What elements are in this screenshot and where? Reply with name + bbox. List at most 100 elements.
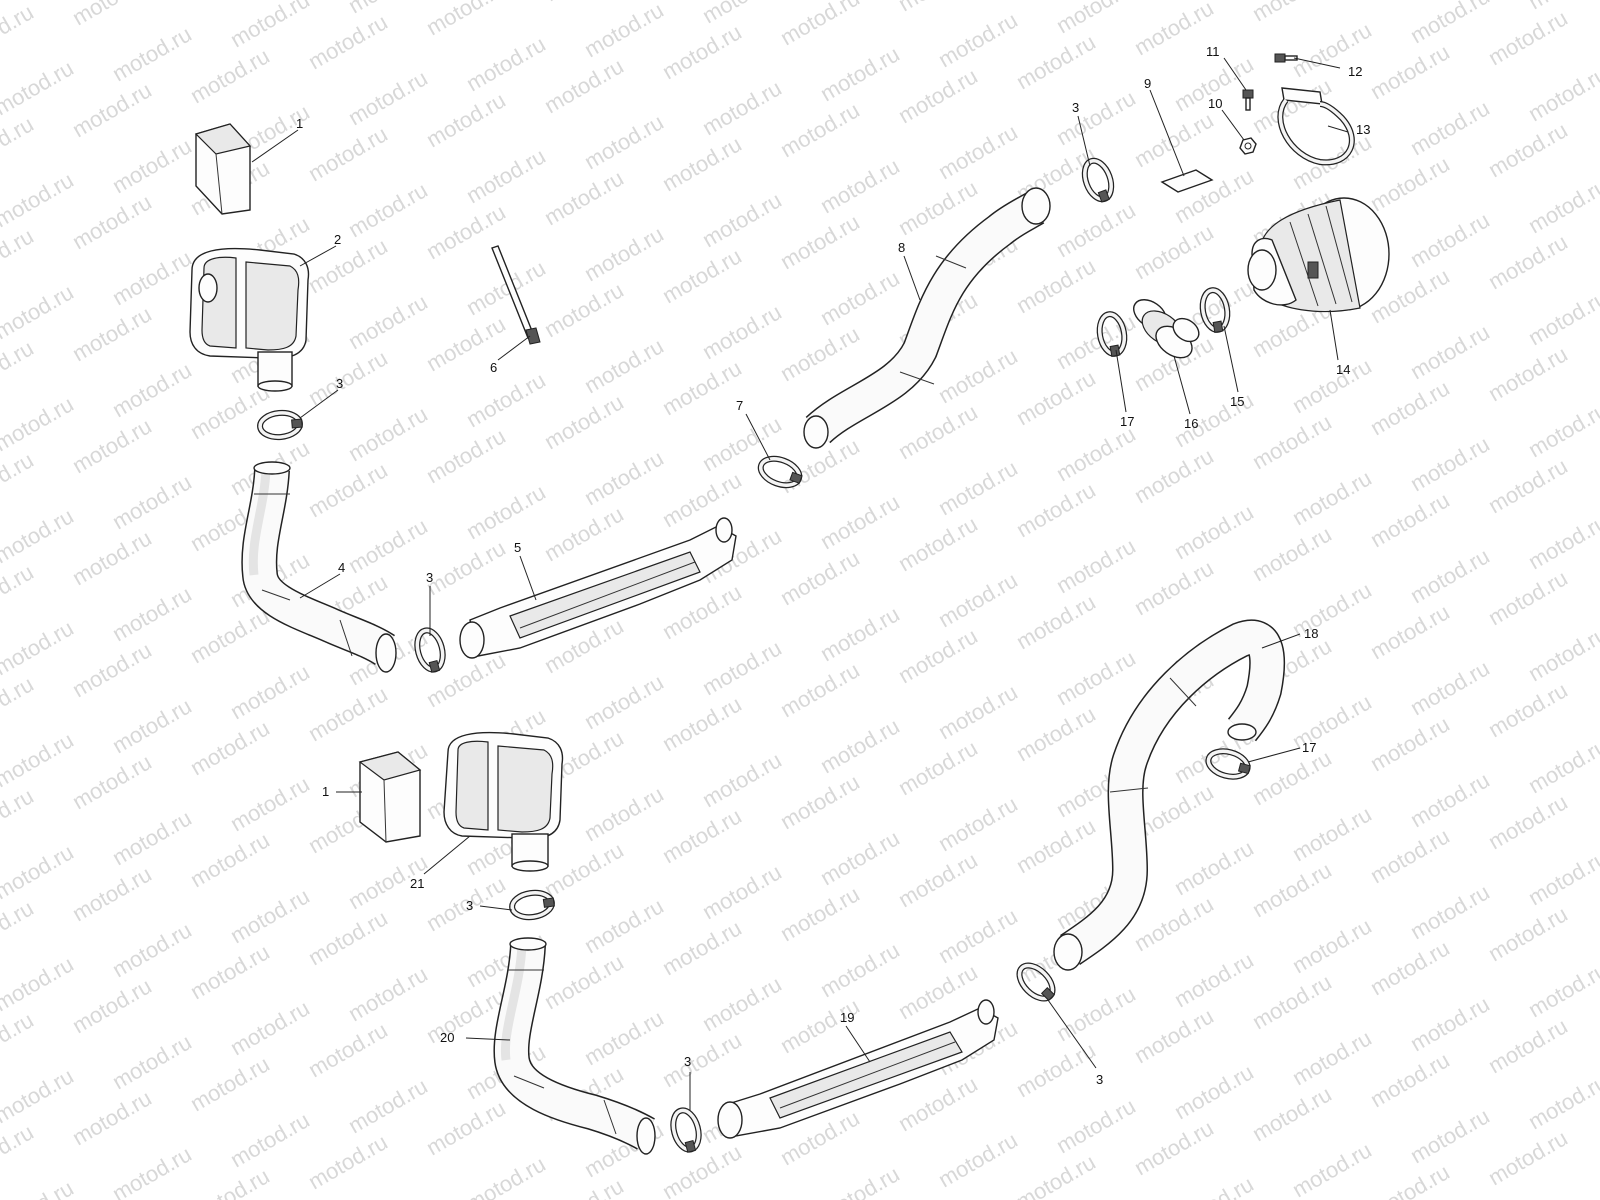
- watermark-text: motod.ru: [1012, 365, 1100, 430]
- watermark-text: motod.ru: [1366, 935, 1454, 1000]
- watermark-text: motod.ru: [68, 301, 156, 366]
- watermark-text: motod.ru: [344, 401, 432, 466]
- watermark-text: motod.ru: [304, 681, 392, 746]
- watermark-text: motod.ru: [304, 905, 392, 970]
- watermark-text: motod.ru: [580, 1005, 668, 1070]
- watermark-text: motod.ru: [0, 615, 78, 680]
- watermark-text: motod.ru: [186, 43, 274, 108]
- watermark-text: motod.ru: [0, 335, 38, 400]
- watermark-text: motod.ru: [1366, 375, 1454, 440]
- watermark-text: motod.ru: [1406, 1103, 1494, 1168]
- watermark-text: motod.ru: [658, 691, 746, 756]
- watermark-text: motod.ru: [68, 77, 156, 142]
- callout-6: 6: [490, 360, 497, 375]
- watermark-text: motod.ru: [1012, 589, 1100, 654]
- watermark-text: motod.ru: [462, 367, 550, 432]
- watermark-text: motod.ru: [698, 299, 786, 364]
- watermark-text: motod.ru: [1170, 499, 1258, 564]
- watermark-text: motod.ru: [658, 467, 746, 532]
- watermark-text: motod.ru: [0, 559, 38, 624]
- watermark-text: motod.ru: [1170, 1059, 1258, 1124]
- watermark-text: motod.ru: [462, 479, 550, 544]
- watermark-text: motod.ru: [0, 1007, 38, 1072]
- watermark-text: motod.ru: [658, 131, 746, 196]
- watermark-text: motod.ru: [658, 803, 746, 868]
- watermark-text: motod.ru: [0, 839, 78, 904]
- watermark-text: motod.ru: [658, 915, 746, 980]
- watermark-text: motod.ru: [1524, 397, 1600, 462]
- watermark-text: motod.ru: [304, 457, 392, 522]
- watermark-text: motod.ru: [934, 343, 1022, 408]
- watermark-text: motod.ru: [68, 0, 156, 30]
- hose-18: [1053, 619, 1286, 971]
- watermark-text: motod.ru: [462, 143, 550, 208]
- watermark-text: motod.ru: [422, 0, 510, 40]
- callout-4: 4: [338, 560, 345, 575]
- watermark-text: motod.ru: [1130, 443, 1218, 508]
- callout-3-b: 3: [426, 570, 433, 585]
- watermark-text: motod.ru: [186, 603, 274, 668]
- watermark-text: motod.ru: [1406, 319, 1494, 384]
- watermark-text: motod.ru: [894, 847, 982, 912]
- watermark-text: motod.ru: [0, 391, 78, 456]
- watermark-text: motod.ru: [658, 355, 746, 420]
- watermark-text: motod.ru: [1288, 913, 1376, 978]
- watermark-text: motod.ru: [1130, 1115, 1218, 1180]
- watermark-text: motod.ru: [934, 455, 1022, 520]
- watermark-text: motod.ru: [186, 939, 274, 1004]
- watermark-text: motod.ru: [1170, 947, 1258, 1012]
- watermark-text: motod.ru: [422, 535, 510, 600]
- watermark-text: motod.ru: [0, 55, 78, 120]
- watermark-text: motod.ru: [1248, 969, 1336, 1034]
- watermark-text: motod.ru: [698, 0, 786, 28]
- watermark-text: motod.ru: [1484, 453, 1572, 518]
- watermark-text: motod.ru: [0, 111, 38, 176]
- air-filter-14: [1247, 197, 1390, 313]
- callout-18: 18: [1304, 626, 1318, 641]
- watermark-text: motod.ru: [1170, 835, 1258, 900]
- watermark-text: motod.ru: [816, 825, 904, 890]
- watermark-text: motod.ru: [1524, 733, 1600, 798]
- watermark-text: motod.ru: [0, 223, 38, 288]
- callout-5: 5: [514, 540, 521, 555]
- watermark-text: motod.ru: [108, 693, 196, 758]
- watermark-text: motod.ru: [344, 65, 432, 130]
- callout-12: 12: [1348, 64, 1362, 79]
- watermark-text: motod.ru: [1052, 421, 1140, 486]
- watermark-text: motod.ru: [658, 1139, 746, 1200]
- watermark-text: motod.ru: [1012, 253, 1100, 318]
- watermark-text: motod.ru: [1484, 5, 1572, 70]
- callout-3-c: 3: [1072, 100, 1079, 115]
- watermark-text: motod.ru: [1130, 555, 1218, 620]
- watermark-text: motod.ru: [422, 423, 510, 488]
- watermark-text: motod.ru: [1012, 1037, 1100, 1102]
- watermark-text: motod.ru: [1406, 431, 1494, 496]
- watermark-text: motod.ru: [108, 1141, 196, 1200]
- watermark-text: motod.ru: [1484, 677, 1572, 742]
- watermark-text: motod.ru: [580, 893, 668, 958]
- watermark-text: motod.ru: [698, 747, 786, 812]
- watermark-text: motod.ru: [894, 399, 982, 464]
- watermark-text: motod.ru: [1288, 1025, 1376, 1090]
- watermark-text: motod.ru: [816, 265, 904, 330]
- watermark-text: motod.ru: [1366, 599, 1454, 664]
- watermark-text: motod.ru: [0, 727, 78, 792]
- watermark-text: motod.ru: [0, 895, 38, 960]
- callout-8: 8: [898, 240, 905, 255]
- watermark-text: motod.ru: [344, 177, 432, 242]
- watermark-text: motod.ru: [816, 41, 904, 106]
- watermark-text: motod.ru: [580, 221, 668, 286]
- watermark-text: motod.ru: [1366, 823, 1454, 888]
- callout-11: 11: [1206, 44, 1220, 59]
- watermark-text: motod.ru: [1052, 85, 1140, 150]
- watermark-text: motod.ru: [540, 277, 628, 342]
- watermark-text: motod.ru: [1248, 0, 1336, 26]
- watermark-text: motod.ru: [658, 243, 746, 308]
- watermark-text: motod.ru: [698, 411, 786, 476]
- watermark-text: motod.ru: [1052, 533, 1140, 598]
- bolt-12: [1274, 53, 1298, 63]
- watermark-text: motod.ru: [68, 749, 156, 814]
- watermark-text: motod.ru: [934, 791, 1022, 856]
- watermark-text: motod.ru: [1366, 1159, 1454, 1200]
- watermark-text: motod.ru: [1366, 39, 1454, 104]
